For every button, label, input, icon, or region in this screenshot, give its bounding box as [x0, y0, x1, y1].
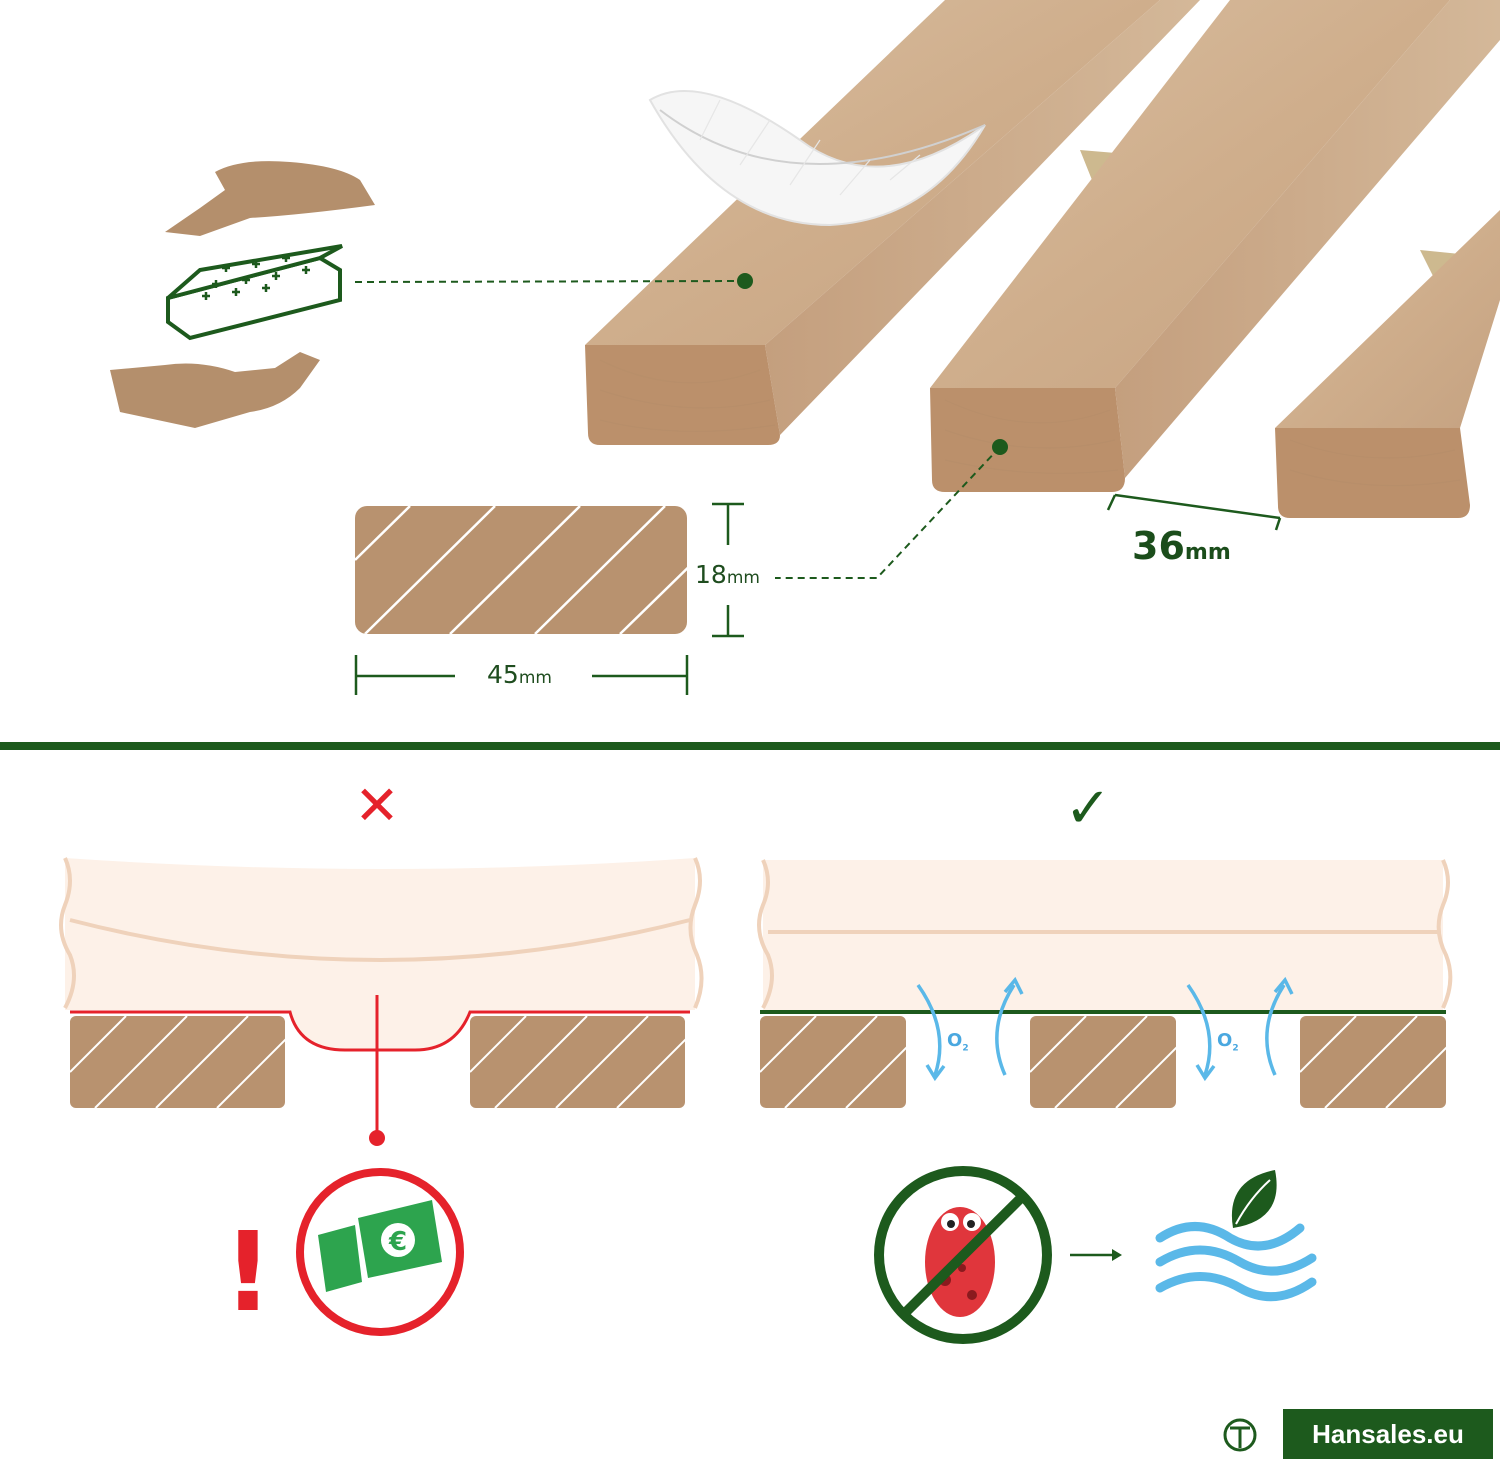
connector-dot-top — [737, 273, 753, 289]
lower-hand-icon — [110, 352, 320, 428]
broken-money-icon: € — [318, 1200, 442, 1292]
connector-dot-end — [992, 439, 1008, 455]
flat-mattress — [763, 860, 1443, 1010]
good-example: ✓ — [757, 776, 1453, 1344]
slat-2-side — [1115, 0, 1500, 478]
bad-example: ✕ € ! — [59, 774, 704, 1336]
wood-slats-3d — [585, 0, 1500, 518]
connector-line-top — [354, 280, 746, 283]
height-dimension — [712, 502, 744, 638]
slat-bad-2 — [470, 1016, 685, 1108]
slat-good-2 — [1030, 1016, 1176, 1108]
width-label: 45mm — [487, 660, 552, 689]
thickness-label: 18mm — [695, 560, 760, 589]
cross-mark-icon: ✕ — [354, 774, 399, 837]
oxygen-label-2: O2 — [1217, 1030, 1239, 1054]
slat-2-end — [930, 388, 1125, 492]
slat-bad-1 — [70, 1016, 285, 1108]
slat-3-top — [1275, 210, 1500, 428]
feather-icon — [648, 90, 986, 227]
fresh-air-icon — [1155, 1222, 1317, 1302]
slat-1-side — [765, 0, 1200, 435]
section-divider — [0, 742, 1500, 750]
width-dimension — [354, 655, 689, 695]
svg-text:€: € — [388, 1227, 407, 1257]
brand-logo-icon — [1223, 1418, 1257, 1452]
airflow-arrows — [916, 976, 1294, 1082]
oxygen-label-1: O2 — [947, 1030, 969, 1054]
flexible-mattress-icon — [110, 161, 375, 428]
brand-name: Hansales.eu — [1312, 1418, 1464, 1449]
slat-2-top — [930, 0, 1450, 388]
sagging-mattress — [65, 858, 695, 1050]
slat-3-end — [1275, 428, 1470, 518]
warning-exclamation-icon: ! — [223, 1208, 273, 1336]
upper-hand-icon — [165, 161, 375, 236]
brand-badge: Hansales.eu — [1283, 1409, 1493, 1459]
spacing-label: 36mm — [1132, 524, 1231, 568]
slat-1-end — [585, 345, 780, 445]
gap-line — [1114, 493, 1281, 520]
slat-cross-section — [355, 506, 687, 634]
check-mark-icon: ✓ — [1065, 776, 1112, 841]
slat-good-1 — [760, 1016, 906, 1108]
slat-good-3 — [1300, 1016, 1446, 1108]
